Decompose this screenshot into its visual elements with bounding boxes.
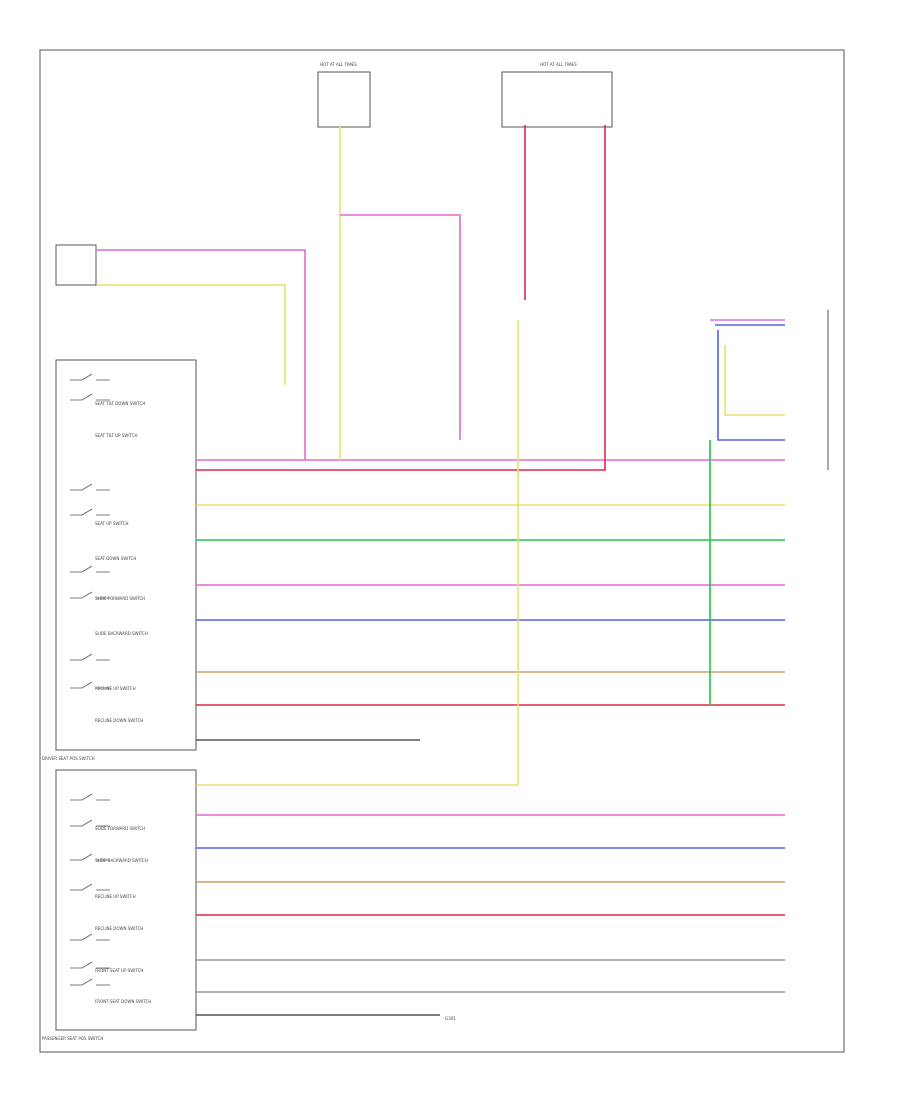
p-recline-up-switch-label: RECLINE UP SWITCH bbox=[95, 894, 136, 899]
driver-switch-label: DRIVER SEAT POS SWITCH bbox=[42, 756, 95, 761]
switch-contact-7 bbox=[70, 681, 110, 689]
passenger-switch-label: PASSENGER SEAT POS SWITCH bbox=[42, 1036, 103, 1041]
tilt-up-switch-label: SEAT TILT UP SWITCH bbox=[95, 433, 138, 438]
switch-contact-1 bbox=[70, 393, 110, 401]
slide-backward-switch-label: SLIDE BACKWARD SWITCH bbox=[95, 631, 148, 636]
fuse-box-left-label: HOT AT ALL TIMES bbox=[320, 62, 357, 67]
switch-contact-13 bbox=[70, 961, 110, 969]
p-recline-down-switch-label: RECLINE DOWN SWITCH bbox=[95, 926, 143, 931]
wire-pink-6 bbox=[340, 214, 461, 440]
wire-yellow-1 bbox=[97, 284, 286, 385]
switch-contact-10 bbox=[70, 853, 110, 861]
seat-up-switch-label: SEAT UP SWITCH bbox=[95, 521, 129, 526]
fuse-box-left bbox=[317, 71, 371, 128]
fuse-box-right bbox=[501, 71, 613, 128]
lumbar-connector-box bbox=[55, 244, 97, 286]
wire-blue-21 bbox=[717, 330, 785, 441]
switch-contact-11 bbox=[70, 883, 110, 891]
fuse-box-right-label: HOT AT ALL TIMES bbox=[540, 62, 577, 67]
wire-yellow-23 bbox=[724, 345, 785, 416]
switch-contact-4 bbox=[70, 565, 110, 573]
ground-label: G301 bbox=[445, 1016, 456, 1021]
tilt-down-switch-label: SEAT TILT DOWN SWITCH bbox=[95, 401, 145, 406]
switch-contact-0 bbox=[70, 373, 110, 381]
p-slide-forward-switch-label: SLIDE FORWARD SWITCH bbox=[95, 826, 145, 831]
switch-contact-8 bbox=[70, 793, 110, 801]
switch-contact-6 bbox=[70, 653, 110, 661]
wire-red-3 bbox=[196, 125, 606, 471]
wire-layer bbox=[97, 125, 785, 1016]
wire-yellow-13 bbox=[196, 320, 519, 786]
seat-down-switch-label: SEAT DOWN SWITCH bbox=[95, 556, 136, 561]
switch-contact-9 bbox=[70, 819, 110, 827]
p-slide-backward-switch-label: SLIDE BACKWARD SWITCH bbox=[95, 858, 148, 863]
switch-contact-3 bbox=[70, 508, 110, 516]
wire-pink-0 bbox=[97, 249, 306, 460]
recline-up-switch-label: RECLINE UP SWITCH bbox=[95, 686, 136, 691]
switch-contact-12 bbox=[70, 933, 110, 941]
switch-contact-2 bbox=[70, 483, 110, 491]
recline-down-switch-label: RECLINE DOWN SWITCH bbox=[95, 718, 143, 723]
slide-forward-switch-label: SLIDE FORWARD SWITCH bbox=[95, 596, 145, 601]
diagram-frame bbox=[39, 49, 845, 1053]
switch-layer bbox=[70, 373, 110, 986]
switch-contact-14 bbox=[70, 978, 110, 986]
p-front-seat-up-switch-label: FRONT SEAT UP SWITCH bbox=[95, 968, 143, 973]
switch-contact-5 bbox=[70, 591, 110, 599]
p-front-seat-down-switch-label: FRONT SEAT DOWN SWITCH bbox=[95, 999, 151, 1004]
passenger-seat-pos-switch-box bbox=[55, 769, 197, 1031]
driver-seat-pos-switch-box bbox=[55, 359, 197, 751]
